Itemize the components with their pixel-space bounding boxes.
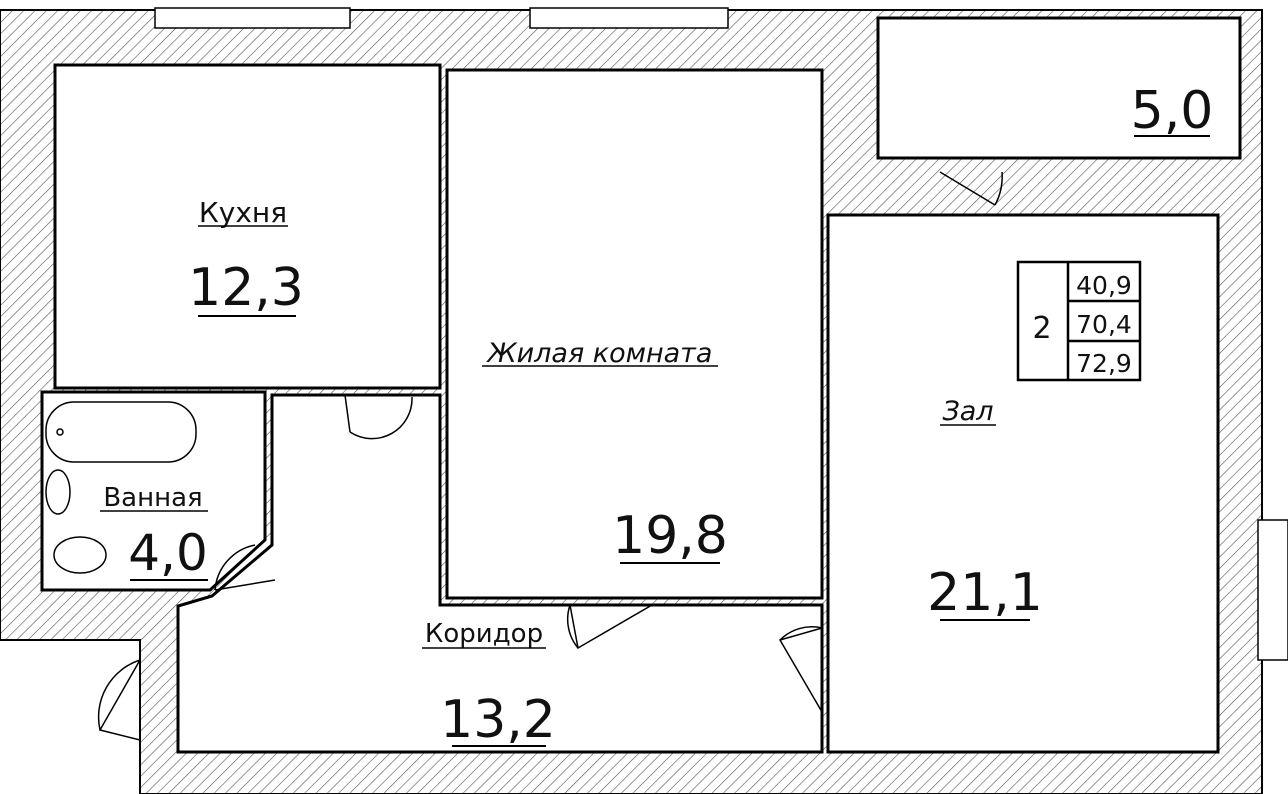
area-summary-table: 2 40,9 70,4 72,9 [1016, 260, 1142, 382]
balcony-area: 5,0 [1131, 81, 1214, 141]
window [1257, 519, 1288, 661]
corridor-name: Коридор [425, 619, 543, 649]
door-living [566, 604, 653, 650]
door-bathroom [214, 544, 276, 591]
toilet-icon [53, 536, 107, 574]
living-room [445, 68, 824, 600]
total-area: 70,4 [1076, 310, 1132, 339]
living-room-area: 19,8 [612, 506, 728, 566]
room-count: 2 [1032, 311, 1051, 346]
door-kitchen [344, 394, 413, 440]
window [154, 7, 351, 29]
drain-icon [56, 428, 64, 436]
sink-icon [45, 469, 71, 515]
hall-name: Зал [942, 396, 993, 427]
window [529, 7, 729, 29]
kitchen-name: Кухня [199, 196, 287, 229]
bathroom-name: Ванная [103, 483, 202, 513]
living-area-total: 40,9 [1076, 271, 1132, 300]
bathroom-area: 4,0 [128, 524, 208, 582]
corridor-room [176, 393, 824, 754]
door-entrance [97, 659, 141, 741]
corridor-area: 13,2 [440, 690, 556, 750]
living-room-name: Жилая комната [486, 338, 713, 369]
hall-area: 21,1 [927, 563, 1043, 623]
door-hall [778, 626, 823, 713]
door-balcony [939, 171, 1003, 206]
bathroom-room [40, 390, 267, 592]
balcony [876, 16, 1242, 160]
bathtub-icon [45, 401, 197, 463]
kitchen-area: 12,3 [188, 258, 304, 318]
total-with-balcony: 72,9 [1076, 349, 1132, 378]
